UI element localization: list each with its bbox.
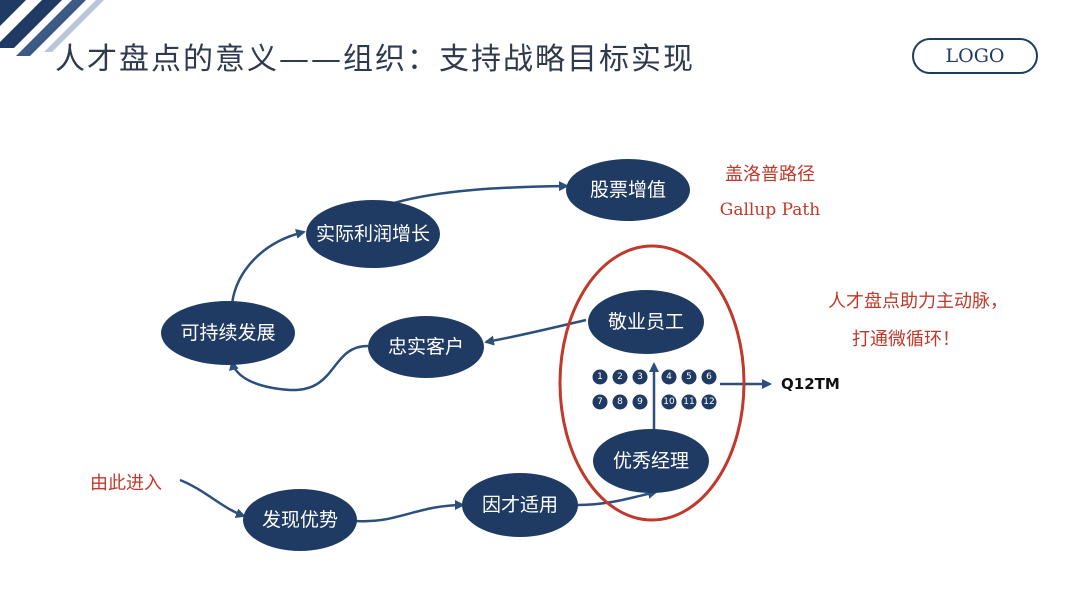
node-zhongshi-label: 忠实客户 xyxy=(388,336,464,358)
arrow-zhongshi-to-kechixu xyxy=(229,344,369,392)
svg-text:8: 8 xyxy=(617,397,623,407)
node-kechixu: 可持续发展 xyxy=(161,301,295,365)
node-gupiao-label: 股票增值 xyxy=(590,179,666,201)
q12-item: 7 xyxy=(592,394,608,410)
node-jingye-label: 敬业员工 xyxy=(608,311,684,333)
logo: LOGO xyxy=(912,38,1038,74)
node-jingye: 敬业员工 xyxy=(588,290,704,354)
arrow-lirun-to-gupiao xyxy=(393,181,569,205)
highlight-ellipse xyxy=(558,244,746,522)
corner-decoration xyxy=(0,0,104,56)
help-text-line2: 打通微循环！ xyxy=(852,329,960,350)
svg-text:3: 3 xyxy=(637,372,643,382)
q12-item: 4 xyxy=(661,369,677,385)
arrow-faxian-to-yincai xyxy=(355,500,465,523)
gallup-path-cn: 盖洛普路径 xyxy=(725,164,815,185)
svg-text:11: 11 xyxy=(683,397,694,407)
node-zhongshi: 忠实客户 xyxy=(368,316,484,378)
node-youxiu-label: 优秀经理 xyxy=(613,450,689,472)
svg-text:12: 12 xyxy=(703,397,714,407)
help-text-line1: 人才盘点助力主动脉， xyxy=(828,291,1008,312)
q12-label: Q12TM xyxy=(781,375,840,393)
page-title: 人才盘点的意义——组织：支持战略目标实现 xyxy=(55,42,695,77)
node-youxiu: 优秀经理 xyxy=(593,429,709,493)
node-kechixu-label: 可持续发展 xyxy=(180,322,275,344)
node-lirun: 实际利润增长 xyxy=(306,200,440,268)
node-yincai: 因才适用 xyxy=(462,473,578,537)
svg-text:6: 6 xyxy=(706,372,712,382)
arrow-yincai-to-youxiu xyxy=(577,488,658,507)
q12-item: 12 xyxy=(701,394,717,410)
q12-item: 8 xyxy=(612,394,628,410)
svg-text:7: 7 xyxy=(597,397,603,407)
arrow-kechixu-to-lirun xyxy=(230,228,306,305)
svg-text:9: 9 xyxy=(637,397,643,407)
q12-item: 11 xyxy=(681,394,697,410)
node-yincai-label: 因才适用 xyxy=(482,494,558,516)
svg-text:4: 4 xyxy=(666,372,672,382)
svg-text:10: 10 xyxy=(663,397,675,407)
arrow-entry-to-faxian xyxy=(179,478,246,518)
svg-text:5: 5 xyxy=(686,372,692,382)
node-faxian: 发现优势 xyxy=(243,489,357,551)
q12-item: 1 xyxy=(592,369,608,385)
node-faxian-label: 发现优势 xyxy=(262,509,338,531)
q12-item: 5 xyxy=(681,369,697,385)
gallup-path-en: Gallup Path xyxy=(720,200,820,220)
node-lirun-label: 实际利润增长 xyxy=(316,223,430,245)
q12-item: 9 xyxy=(632,394,648,410)
arrow-jingye-to-zhongshi xyxy=(484,318,587,346)
q12-item: 2 xyxy=(612,369,628,385)
q12-item: 6 xyxy=(701,369,717,385)
svg-text:2: 2 xyxy=(617,372,623,382)
entry-label: 由此进入 xyxy=(90,473,162,494)
q12-item: 3 xyxy=(632,369,648,385)
q12-item: 10 xyxy=(661,394,677,410)
node-gupiao: 股票增值 xyxy=(566,159,690,221)
q12-circles: 1 2 3 4 5 6 7 8 9 10 11 12 xyxy=(592,369,717,410)
svg-text:1: 1 xyxy=(597,372,603,382)
